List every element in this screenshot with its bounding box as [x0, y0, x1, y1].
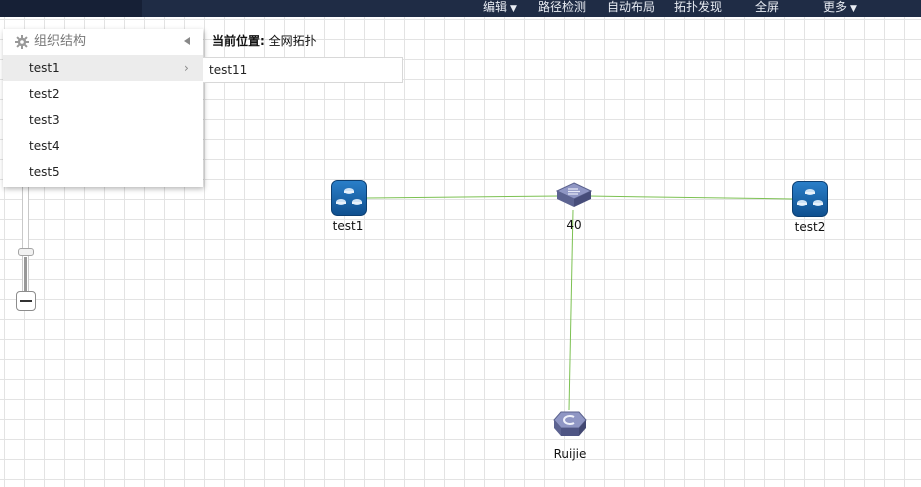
- router-icon: [553, 411, 587, 436]
- topology-links: [365, 195, 794, 411]
- nav-topology-discovery-label: 拓扑发现: [674, 0, 723, 14]
- org-item-label: test5: [29, 165, 60, 179]
- node-test2-label: test2: [794, 220, 826, 234]
- network-group-icon: [331, 180, 367, 216]
- nav-topology-discovery[interactable]: 拓扑发现: [674, 0, 722, 17]
- org-structure-menu: 组织结构 test1 › test2 test3 test4 test5: [3, 29, 203, 187]
- node-test1-label: test1: [332, 219, 364, 233]
- org-item-label: test4: [29, 139, 60, 153]
- collapse-left-icon[interactable]: [184, 37, 190, 45]
- org-item-test5[interactable]: test5: [3, 159, 203, 185]
- zoom-out-button[interactable]: [16, 291, 36, 311]
- node-ruijie[interactable]: [552, 409, 588, 443]
- breadcrumb: 当前位置: 全网拓扑: [212, 33, 317, 49]
- node-test2[interactable]: [792, 181, 828, 221]
- org-structure-title: 组织结构: [34, 34, 87, 49]
- org-item-test3[interactable]: test3: [3, 107, 203, 133]
- red-button[interactable]: [325, 0, 352, 6]
- nav-path-detect[interactable]: 路径检测: [538, 0, 586, 17]
- org-item-test2[interactable]: test2: [3, 81, 203, 107]
- node-40-label: 40: [566, 218, 582, 232]
- top-toolbar: 编辑▼ 路径检测 自动布局 拓扑发现 全屏 更多▼: [0, 0, 921, 17]
- location-value: 全网拓扑: [268, 34, 317, 48]
- nav-fullscreen-label: 全屏: [755, 0, 780, 14]
- org-item-test4[interactable]: test4: [3, 133, 203, 159]
- gear-icon: [15, 35, 29, 49]
- orange-button[interactable]: [357, 0, 384, 6]
- org-item-label: test2: [29, 87, 60, 101]
- nav-edit[interactable]: 编辑▼: [483, 0, 517, 17]
- nav-edit-label: 编辑: [483, 0, 508, 14]
- nav-auto-layout[interactable]: 自动布局: [607, 0, 655, 17]
- yellow-button[interactable]: [389, 0, 416, 6]
- node-ruijie-label: Ruijie: [553, 447, 587, 461]
- logo: [0, 0, 142, 17]
- node-40[interactable]: [555, 182, 593, 212]
- minus-icon: [20, 300, 32, 302]
- link-40-ruijie[interactable]: [568, 209, 574, 411]
- org-item-label: test1: [29, 61, 60, 75]
- caret-down-icon: ▼: [510, 4, 517, 14]
- nav-fullscreen[interactable]: 全屏: [755, 0, 779, 17]
- node-test1[interactable]: [331, 180, 367, 220]
- caret-down-icon: ▼: [850, 4, 857, 14]
- org-submenu: test11: [203, 57, 403, 83]
- submenu-item-test11[interactable]: test11: [209, 63, 248, 77]
- nav-more-label: 更多: [823, 0, 848, 14]
- org-item-label: test3: [29, 113, 60, 127]
- network-group-icon: [792, 181, 828, 217]
- chevron-right-icon: ›: [184, 61, 189, 75]
- nav-path-detect-label: 路径检测: [538, 0, 587, 14]
- switch-icon: [555, 182, 593, 207]
- link-40-test2[interactable]: [587, 195, 794, 200]
- link-test1-40[interactable]: [365, 195, 561, 199]
- nav-more[interactable]: 更多▼: [823, 0, 857, 17]
- org-item-test1[interactable]: test1 ›: [3, 55, 203, 81]
- zoom-slider-fill: [24, 257, 27, 291]
- zoom-slider-track[interactable]: [22, 187, 29, 291]
- org-structure-header[interactable]: 组织结构: [3, 29, 203, 55]
- location-label: 当前位置:: [212, 34, 265, 48]
- zoom-slider-handle[interactable]: [18, 248, 34, 256]
- nav-auto-layout-label: 自动布局: [607, 0, 656, 14]
